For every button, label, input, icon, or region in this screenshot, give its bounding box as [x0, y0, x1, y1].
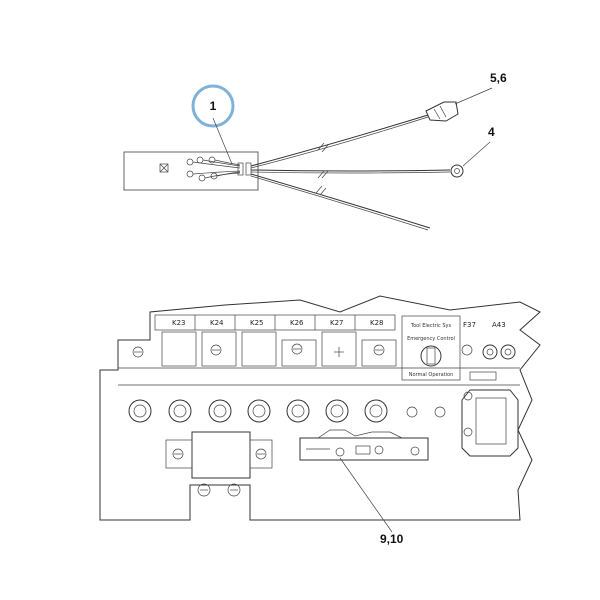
- panel-outline: [99, 295, 541, 521]
- callout-5-6: 5,6: [490, 71, 507, 85]
- switch-bottom-label: Normal Operation: [409, 372, 454, 378]
- switch-title-1: Tool Electric Sys: [410, 323, 452, 329]
- block-screw-icon: [159, 163, 169, 173]
- relay-label-k23: K23: [172, 319, 186, 327]
- rail-bracket: [299, 429, 429, 461]
- mounting-plate: [461, 389, 519, 457]
- switch-title-2: Emergency Control: [407, 336, 455, 342]
- relay-label-k27: K27: [330, 319, 344, 327]
- callout-1: 1: [210, 99, 217, 113]
- terminal-block: [165, 431, 273, 497]
- cable-harness: [123, 101, 464, 231]
- indicator-lamps: [461, 344, 516, 381]
- relay-label-k24: K24: [210, 319, 224, 327]
- round-connectors: [128, 399, 446, 423]
- electrical-panel: K23 K24 K25 K26 K27 K28 Tool: [99, 295, 541, 521]
- relay-label-k26: K26: [290, 319, 304, 327]
- plug-connector: [425, 101, 459, 122]
- label-a43: A43: [492, 321, 506, 329]
- emergency-switch-panel: Tool Electric Sys Emergency Control Norm…: [401, 315, 461, 381]
- cable-upper: [250, 114, 429, 167]
- callout-4: 4: [488, 125, 495, 139]
- terminal-lugs: [186, 156, 241, 182]
- callout-9-10: 9,10: [380, 532, 404, 546]
- relay-label-k25: K25: [250, 319, 264, 327]
- highlight-ring: [191, 84, 235, 128]
- relay-label-k28: K28: [370, 319, 384, 327]
- ring-terminal: [450, 164, 464, 178]
- relay-labels: K23 K24 K25 K26 K27 K28: [172, 315, 384, 330]
- label-f37: F37: [463, 321, 476, 329]
- cable-middle: [250, 169, 451, 172]
- relays: [132, 331, 397, 367]
- cable-lower: [250, 173, 431, 229]
- switch-knob-icon: [420, 345, 442, 367]
